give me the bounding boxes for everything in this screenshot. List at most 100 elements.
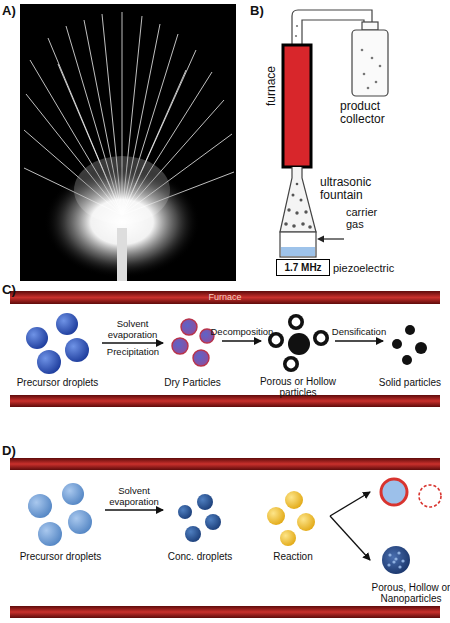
particle [38,522,62,546]
nanoparticle [398,565,401,568]
droplet-dot [308,225,312,229]
part-name: ultrasonic fountain [320,176,382,202]
reaction-cluster: Reaction [258,490,328,562]
stage-caption: Porous or Hollow particles [255,376,341,398]
stage-caption: Reaction [250,551,336,562]
part-name: product collector [340,100,398,126]
particle [405,325,415,335]
part-name: carrier gas [346,206,392,230]
nebulizer-chamber [280,232,316,257]
droplet-dot [292,194,295,197]
panel-letter: C) [2,283,22,297]
nanoparticle [394,557,397,560]
particle-drawing [18,482,103,562]
particle [28,494,52,518]
particle [65,338,89,362]
stage-caption: Porous, Hollow or Nanoparticles [364,582,450,604]
frequency-box: 1.7 MHz [276,259,330,276]
particle [280,530,296,546]
droplet-dot [287,208,290,211]
particle-dot [295,35,297,37]
particle [297,513,315,531]
particle-dot [367,87,370,90]
droplet-dot [301,222,305,226]
step-label: Solvent evaporation [102,319,164,340]
hollow-core [317,334,326,343]
panel-letter: A) [2,4,22,18]
droplet-cluster: Precursor droplets [18,482,103,562]
gas-inlet-arrowhead [317,236,324,243]
particle [285,491,303,509]
particle-cluster: Solid particles [385,318,435,388]
particle-dot [363,73,366,76]
particle [62,483,84,505]
stage-caption: Dry Particles [157,377,228,388]
particle [193,350,209,366]
particle [402,355,412,365]
step-label: Decomposition [211,327,273,338]
gas-inlet-line [322,238,344,239]
panel-letter: B) [250,4,270,18]
particle-cluster: Porous or Hollow particles [263,312,333,398]
particle [381,479,407,505]
particle [37,350,61,374]
furnace-bar [10,606,440,618]
stage-caption: Precursor droplets [10,551,111,562]
process-arrow [105,509,163,510]
particle-drawing [15,312,100,388]
precursor-liquid [281,247,315,256]
bottle-neck [362,22,378,30]
process-arrow [335,340,383,341]
particle [205,514,221,530]
particle [288,314,304,330]
part-name: piezoelectric [333,262,413,274]
particle [178,505,192,519]
stage-caption: Precursor droplets [7,377,108,388]
particle [197,494,213,510]
furnace-band: Furnace [10,291,440,304]
particle [56,313,78,335]
furnace-bar [10,458,440,470]
particle-dot [361,49,364,52]
box-text: 1.7 MHz [284,262,321,273]
droplet-cluster: Precursor droplets [15,312,100,388]
process-arrow [330,492,370,516]
particle [283,356,299,372]
collector-bottle [352,30,388,96]
panel-letter: D) [2,444,22,458]
particle [26,327,48,349]
particle [382,546,410,574]
nanoparticle [397,551,400,554]
product-cluster: Porous, Hollow or Nanoparticles [372,470,450,604]
droplet-dot [295,211,298,214]
particle-dot [371,57,374,60]
hollow-core [287,360,296,369]
band-title: Furnace [208,292,241,303]
step-label: Densification [328,327,390,338]
nanoparticle [401,559,404,562]
droplet-cluster: Conc. droplets [165,490,235,562]
stage-caption: Conc. droplets [157,551,243,562]
droplet-dot [284,222,288,226]
particle [313,330,329,346]
process-arrow [330,516,370,560]
particle [419,485,441,507]
particle [68,510,92,534]
particle [267,507,285,525]
photo-background [20,4,236,281]
particle [185,526,201,542]
step-label: Precipitation [103,347,163,358]
nanoparticle [392,560,395,563]
nanoparticle [387,563,390,566]
particle-dot [375,81,378,84]
particle [392,339,402,349]
process-arrow [102,342,163,343]
particle [415,342,427,354]
nanoparticle [388,553,391,556]
fountain-cone [280,167,316,232]
particle [288,333,310,355]
fountain-column [117,228,127,281]
furnace-body [283,45,311,167]
particle [181,319,197,335]
